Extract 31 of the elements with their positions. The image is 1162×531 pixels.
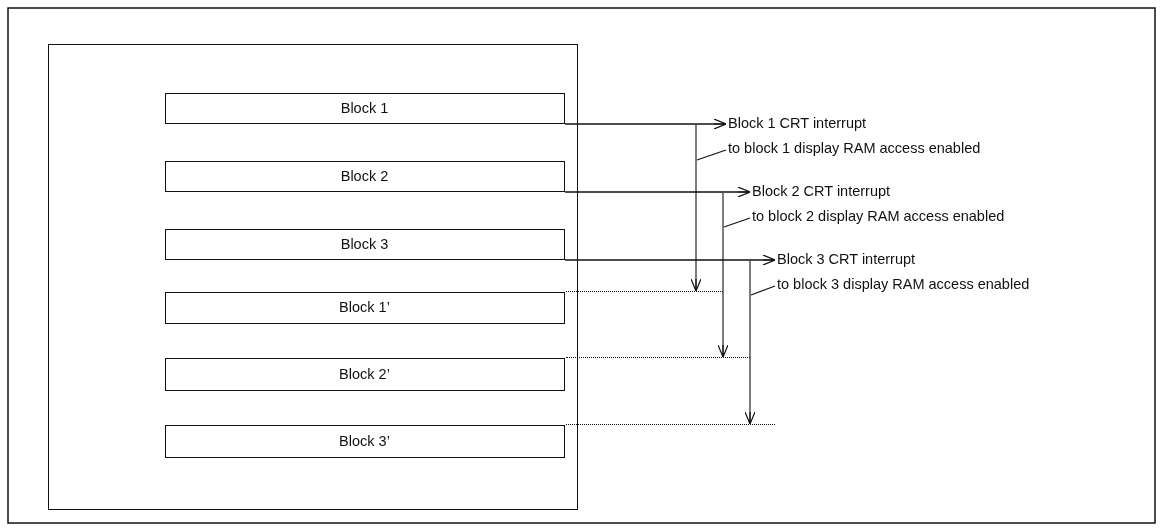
block-label: Block 2	[340, 167, 389, 185]
dotted-line	[566, 291, 723, 294]
memory-block	[164, 228, 565, 260]
block-label: Block 1	[340, 99, 389, 117]
arrow	[564, 118, 727, 130]
arrow	[717, 192, 729, 358]
annotation-text: to block 2 display RAM access enabled	[752, 208, 1005, 225]
memory-block	[164, 160, 565, 192]
annotation-text: Block 1 CRT interrupt	[728, 115, 867, 132]
leader-line	[696, 149, 727, 161]
block-label: Block 1’	[339, 299, 390, 316]
container-box	[48, 44, 578, 510]
annotation-text: to block 1 display RAM access enabled	[728, 140, 981, 157]
memory-block	[164, 291, 565, 324]
block-label: Block 2’	[339, 365, 390, 383]
memory-block	[164, 92, 565, 124]
leader-line	[723, 217, 751, 228]
arrow	[690, 124, 702, 292]
block-label: Block 3’	[339, 432, 390, 450]
block-label: Block 3	[340, 235, 389, 253]
leader-line	[750, 285, 776, 296]
arrow	[744, 260, 756, 425]
dotted-line	[566, 357, 750, 360]
arrow	[564, 186, 751, 198]
memory-block	[164, 357, 565, 391]
annotation-text: Block 2 CRT interrupt	[752, 183, 891, 200]
dotted-line	[566, 424, 775, 427]
memory-block	[164, 424, 565, 458]
annotation-text: to block 3 display RAM access enabled	[777, 276, 1030, 293]
arrow	[564, 254, 776, 266]
annotation-text: Block 3 CRT interrupt	[777, 251, 916, 268]
